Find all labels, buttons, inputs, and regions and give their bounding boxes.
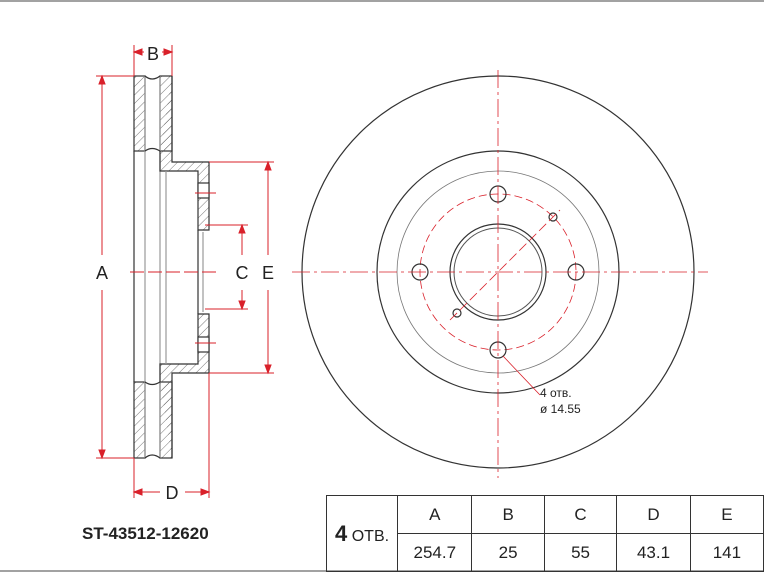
header-e: E: [689, 495, 764, 534]
dim-label-d: D: [166, 483, 179, 503]
holes-diameter-note: ø 14.55: [540, 402, 581, 416]
holes-count: 4: [335, 520, 348, 546]
value-c: 55: [543, 533, 618, 572]
dim-label-c: C: [236, 263, 249, 283]
dim-label-a: A: [96, 263, 108, 283]
value-a: 254.7: [397, 533, 473, 572]
dimension-lines: [96, 45, 274, 498]
holes-count-note: 4 отв.: [540, 386, 572, 400]
dim-label-e: E: [262, 263, 274, 283]
value-b: 25: [471, 533, 545, 572]
header-d: D: [616, 495, 691, 534]
dimensions-table: 4 ОТВ. A B C D E 254.7 25 55 43.1 141: [325, 495, 764, 572]
front-view: [292, 70, 708, 478]
header-b: B: [471, 495, 545, 534]
dim-label-b: B: [147, 44, 159, 64]
value-d: 43.1: [616, 533, 691, 572]
header-c: C: [543, 495, 618, 534]
part-number: ST-43512-12620: [82, 524, 209, 543]
header-a: A: [397, 495, 473, 534]
value-e: 141: [689, 533, 764, 572]
side-section-view: [133, 75, 210, 459]
holes-count-cell: 4 ОТВ.: [325, 495, 399, 572]
holes-unit: ОТВ.: [351, 527, 390, 545]
